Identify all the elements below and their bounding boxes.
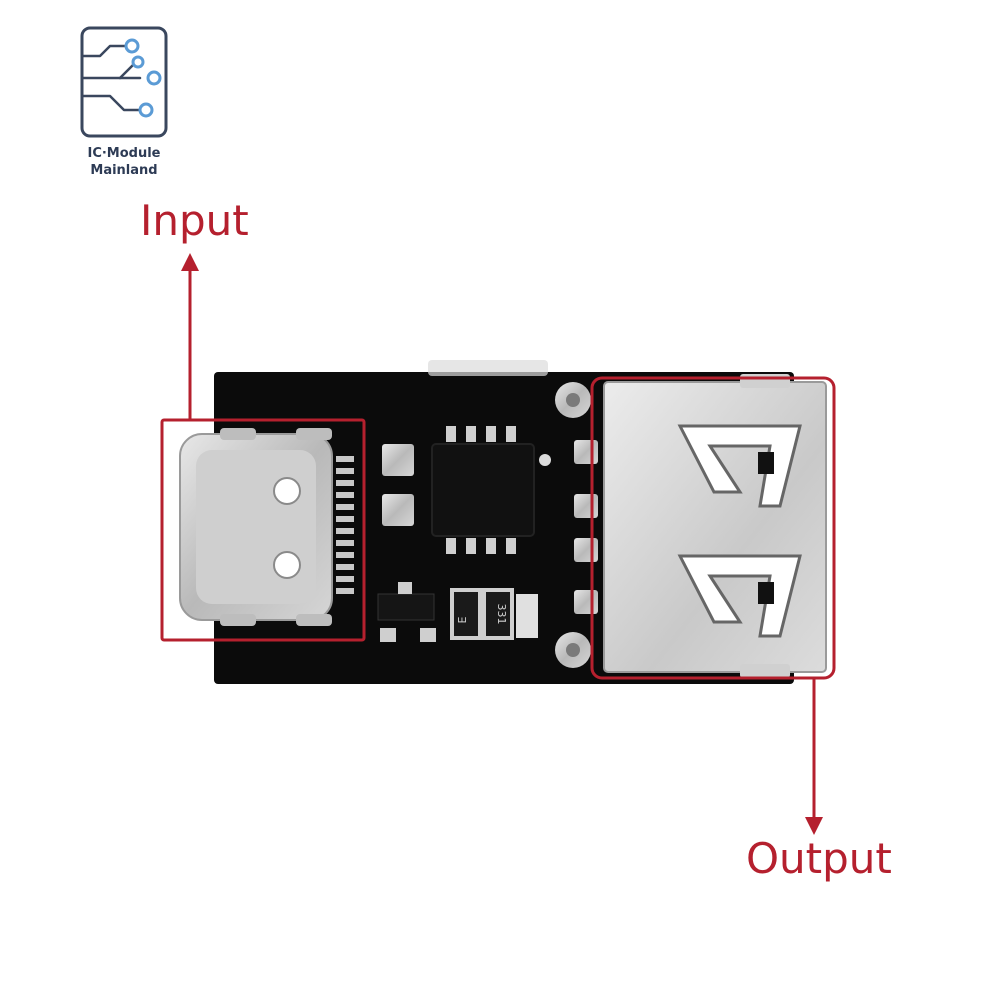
usb-c-connector: [179, 428, 354, 626]
input-label: Input: [140, 196, 249, 245]
output-highlight-frame: [590, 376, 836, 680]
chip-mark-e: E: [456, 616, 469, 623]
brand-logo: IC·Module Mainland: [72, 20, 182, 185]
mounting-holes: [555, 382, 591, 668]
brand-name-line1: IC·Module: [87, 146, 161, 161]
usb-a-connector: [603, 374, 827, 678]
transistor: [377, 582, 436, 642]
chip-mark-331: 331: [495, 604, 508, 625]
output-label: Output: [746, 834, 892, 883]
input-highlight-frame: [160, 418, 366, 642]
circuit-logo-icon: [80, 26, 168, 138]
ic-chip: [431, 426, 551, 554]
resistor-array: [450, 588, 538, 640]
brand-name-line2: Mainland: [90, 163, 158, 178]
smd-pads: [382, 444, 414, 526]
